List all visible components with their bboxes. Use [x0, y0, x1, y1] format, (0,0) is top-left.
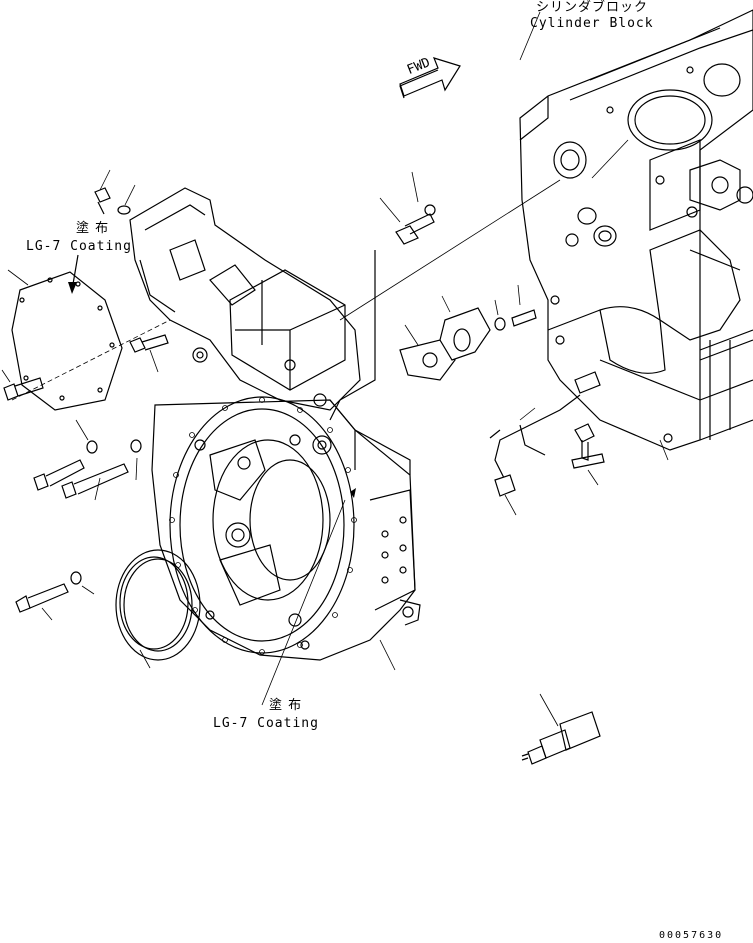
o-ring-small [117, 184, 136, 215]
thermostat-sensor [439, 284, 537, 361]
bolt-cover-1 [129, 334, 169, 373]
wiring-harness [329, 250, 601, 516]
bolt-cover-2 [1, 369, 44, 401]
cylinder-block-label-jp: シリンダブロック [536, 0, 649, 15]
leader-coating-bottom [261, 499, 346, 706]
leader-block [339, 179, 561, 321]
cylinder-block-label-en: Cylinder Block [530, 16, 654, 31]
harness-clamp-bolt [571, 423, 605, 486]
bolt-upper-left [94, 169, 111, 215]
flywheel-housing [129, 187, 421, 661]
cover-plate [7, 269, 171, 411]
long-bolt-3 [15, 571, 95, 621]
speed-sensor [521, 693, 601, 765]
drawing-number: 00057630 [659, 930, 724, 941]
coating-label-top-jp: 塗 布 [76, 221, 110, 236]
coating-label-bottom-en: LG-7 Coating [213, 716, 319, 731]
rim-bolt-holes [169, 397, 357, 655]
coating-label-bottom-jp: 塗 布 [269, 698, 303, 713]
cylinder-block [519, 9, 753, 451]
fitting-top [379, 171, 436, 245]
gasket [399, 324, 456, 381]
leader-housing [379, 639, 396, 671]
fwd-arrow [399, 57, 461, 99]
long-bolt-2 [61, 439, 142, 501]
oil-seal [115, 549, 201, 669]
long-bolt-1 [33, 419, 98, 491]
coating-label-top-en: LG-7 Coating [26, 239, 132, 254]
